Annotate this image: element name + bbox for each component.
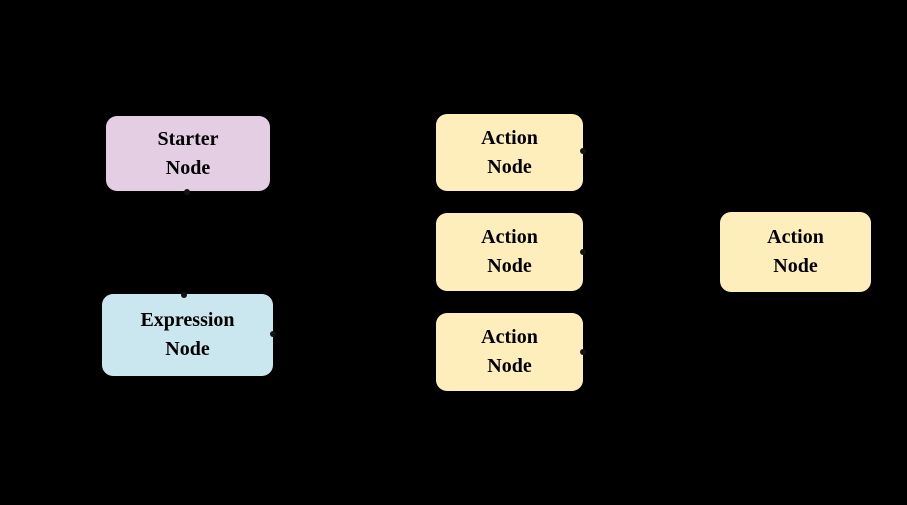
connector-dot-icon <box>580 148 586 154</box>
connector-dot-icon <box>580 249 586 255</box>
connector-dot-icon <box>270 331 276 337</box>
expression-node: Expression Node <box>102 294 273 376</box>
action-node-1: Action Node <box>436 114 583 191</box>
connector-dot-icon <box>184 189 190 195</box>
action-node-4: Action Node <box>720 212 871 292</box>
action-node-3: Action Node <box>436 313 583 391</box>
action-node-2: Action Node <box>436 213 583 291</box>
starter-node: Starter Node <box>106 116 270 191</box>
connector-dot-icon <box>580 349 586 355</box>
connector-dot-icon <box>181 292 187 298</box>
